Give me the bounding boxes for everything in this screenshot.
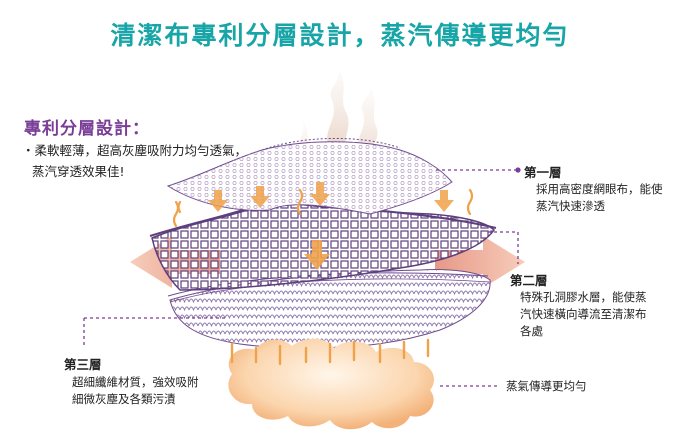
layer-one-desc-line-2: 蒸汽快速滲透 [536,199,605,213]
intro-line-2: 蒸汽穿透效果佳! [32,164,125,179]
layer-one-title: 第一層 [524,165,562,180]
layer-three-desc: 超細纖維材質，強效吸附 細微灰塵及各類污漬 [72,374,199,408]
layer-two-desc: 特殊孔洞膠水層，能使蒸 汽快速橫向導流至清潔布 各處 [520,289,647,340]
steam-streams-bottom [230,338,430,366]
headline: 清潔布專利分層設計，蒸汽傳導更均勻 [110,21,570,50]
layer-three-title: 第三層 [64,357,102,372]
layer-three-desc-line-2: 細微灰塵及各類污漬 [72,392,176,406]
side-steam-squiggles [172,188,474,228]
layer-three-microfiber [167,269,491,349]
layer-two-title: 第二層 [510,273,548,288]
steam-arrows-top [208,182,454,212]
design-intro: ・柔軟輕薄，超高灰塵吸附力均勻透氣， 蒸汽穿透效果佳! [22,140,247,182]
layer-two-desc-line-1: 特殊孔洞膠水層，能使蒸 [520,290,647,304]
design-heading: 專利分層設計： [24,119,150,139]
leader-lines [83,167,521,387]
layer-two-desc-line-2: 汽快速橫向導流至清潔布 [520,307,647,321]
layer-one-mesh [166,138,453,215]
layer-one-desc-line-1: 採用高密度網眼布，能使 [536,182,663,196]
layer-one-desc: 採用高密度網眼布，能使 蒸汽快速滲透 [536,181,663,215]
steam-arrows-middle [304,240,330,270]
intro-line-1: ・柔軟輕薄，超高灰塵吸附力均勻透氣， [22,143,248,158]
steam-label: 蒸氣傳導更均勻 [506,379,587,393]
layer-two-desc-line-3: 各處 [520,324,543,338]
layer-three-desc-line-1: 超細纖維材質，強效吸附 [72,375,199,389]
